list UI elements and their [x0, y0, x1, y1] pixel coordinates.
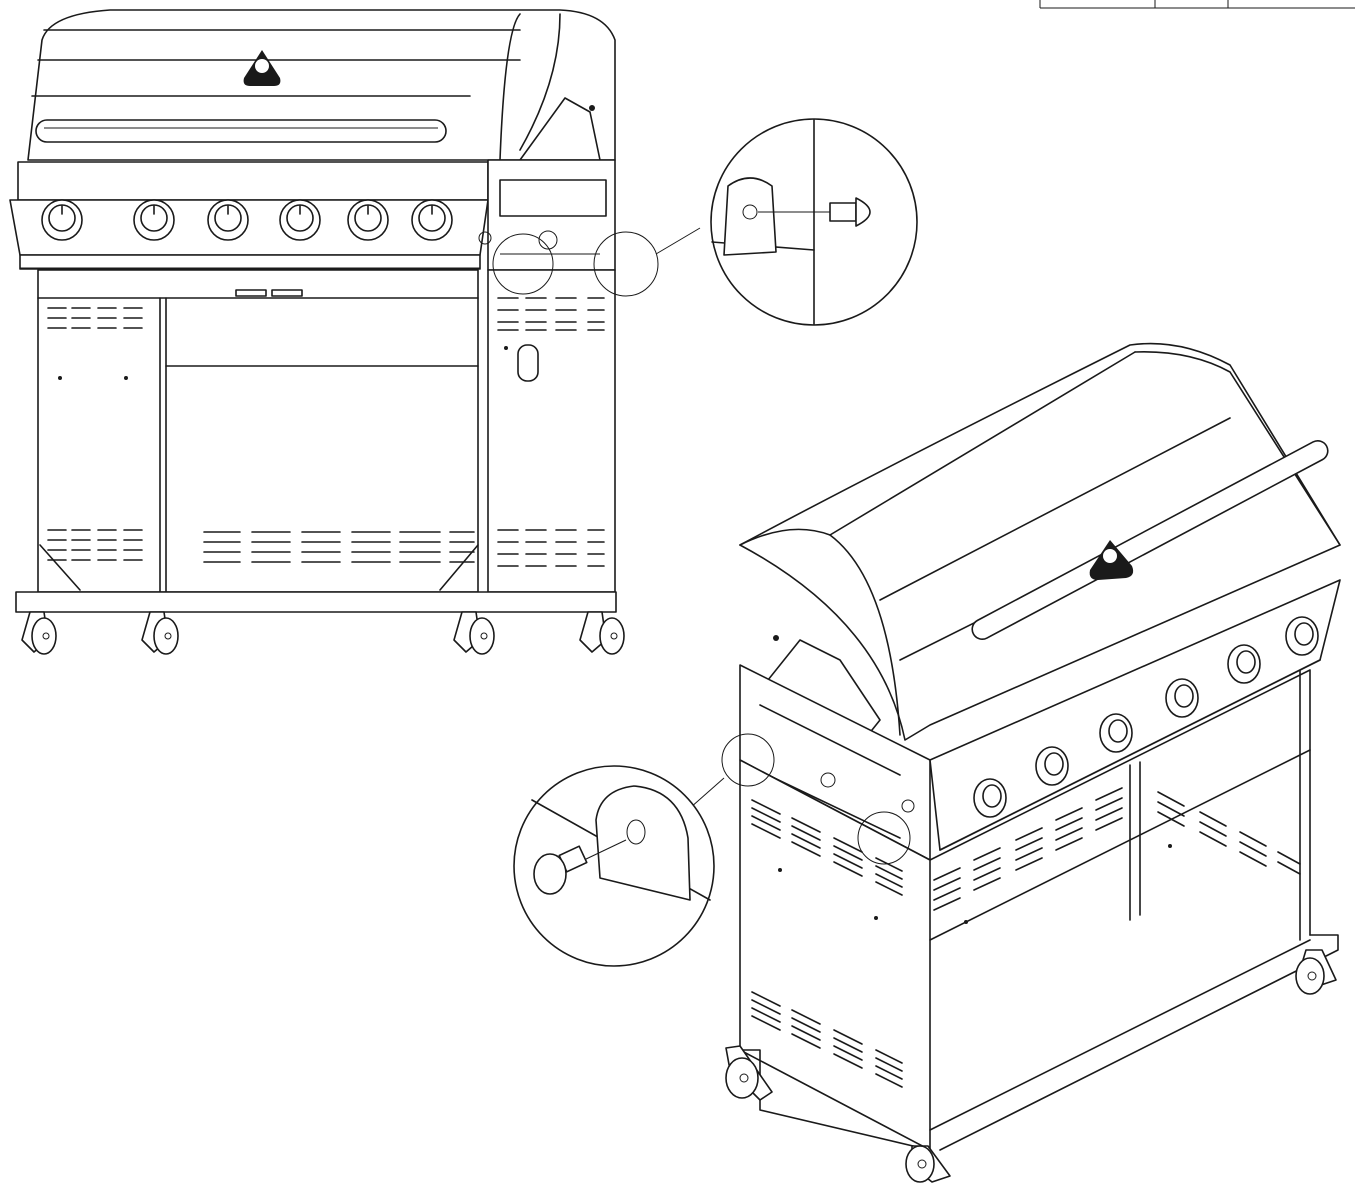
front-side-panel: [478, 159, 616, 271]
front-knob-2: [133, 199, 175, 241]
perspective-callout-circle-lower: [857, 811, 911, 865]
front-callout-circle-left: [492, 233, 554, 295]
front-knob-6: [411, 199, 453, 241]
parts-table-fragment: [1039, 0, 1355, 9]
brand-logo: [243, 50, 281, 86]
perspective-callout-circle-upper: [721, 733, 775, 787]
front-view-grill: [9, 9, 701, 655]
front-knob-1: [41, 199, 83, 241]
perspective-lid: [739, 342, 1341, 746]
perspective-knob-4: [1165, 678, 1199, 718]
perspective-leader-line: [689, 777, 725, 809]
perspective-knob-2: [1035, 746, 1069, 786]
front-caster-3: [453, 611, 495, 655]
front-knob-4: [279, 199, 321, 241]
perspective-knob-6: [1285, 616, 1319, 656]
detail-top-right: [710, 118, 918, 326]
perspective-caster-2: [905, 1145, 951, 1183]
front-caster-2: [141, 611, 179, 655]
front-knob-5: [347, 199, 389, 241]
perspective-cabinet: [739, 669, 1339, 1151]
front-caster-1: [21, 611, 57, 655]
perspective-view-grill: [689, 342, 1341, 1183]
perspective-knob-3: [1099, 713, 1133, 753]
perspective-knob-1: [973, 778, 1007, 818]
detail-bottom-left: [513, 765, 715, 967]
front-knob-3: [207, 199, 249, 241]
perspective-caster-3: [1295, 949, 1337, 995]
front-cabinet: [15, 269, 617, 613]
front-lid: [27, 9, 616, 161]
perspective-brand-logo: [1089, 540, 1134, 580]
perspective-knob-5: [1227, 644, 1261, 684]
front-leader-line: [655, 227, 701, 255]
front-callout-circle-right: [593, 231, 659, 297]
perspective-caster-1: [725, 1045, 773, 1101]
front-caster-4: [579, 611, 625, 655]
